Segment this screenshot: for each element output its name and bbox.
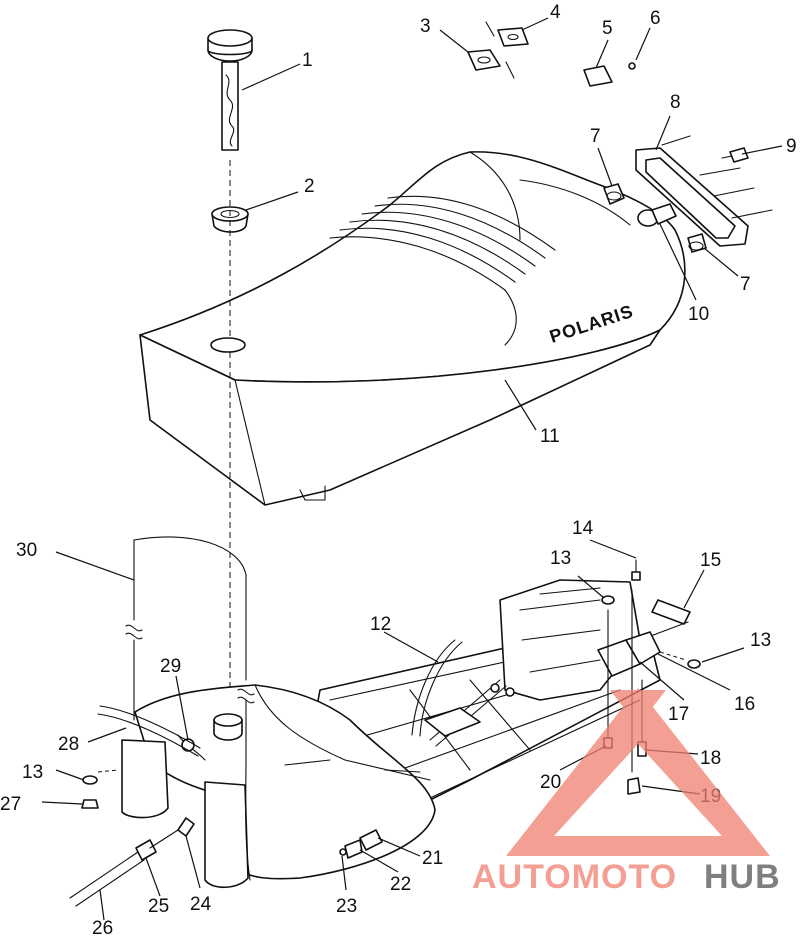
bolt-19 [627,777,641,795]
washer-nut-left [81,769,119,809]
callout-20: 20 [540,772,561,793]
callout-30: 30 [16,540,37,561]
callout-15: 15 [700,550,721,571]
automotohub-watermark: AUTOMOTO HUB [472,688,781,896]
nut-27 [81,799,99,809]
callout-24: 24 [190,894,212,915]
callout-7-lower: 7 [740,274,751,295]
outlet-hose [69,817,195,907]
callout-9: 9 [786,136,797,157]
callout-27: 27 [0,794,21,815]
plate-3 [467,49,501,71]
fuel-hose-path [245,759,251,881]
callout-8: 8 [670,92,681,113]
watermark-text-automoto: AUTOMOTO [472,858,677,896]
lower-assembly [97,579,661,889]
clamp-25 [135,839,157,861]
clamp-22 [344,839,363,859]
callout-10: 10 [688,304,709,325]
callout-29: 29 [160,656,181,677]
callout-6: 6 [650,8,661,29]
tank-pod-left [121,739,169,819]
seat-filler-hole [210,337,246,353]
watermark-triangle-icon [506,688,770,856]
fitting-24 [177,817,195,837]
latch-plates [467,21,636,87]
callout-22: 22 [390,874,411,895]
bushing-7b [687,233,707,253]
callout-28: 28 [58,734,79,755]
callout-14: 14 [572,518,594,539]
callout-12: 12 [370,614,391,635]
screw-9 [729,147,749,163]
callout-26: 26 [92,918,113,937]
callout-4: 4 [550,2,561,23]
filler-cap [207,29,253,151]
callout-3: 3 [420,16,431,37]
bracket-15 [651,599,691,625]
rivet-6 [628,62,636,70]
fuel-line-12 [411,639,456,736]
plate-4 [497,27,529,47]
rivet-14 [631,571,641,581]
callout-13-right: 13 [750,630,771,651]
callout-13-top: 13 [550,548,571,569]
callout-11: 11 [540,426,560,447]
watermark-text-hub: HUB [704,858,781,896]
callout-2: 2 [304,176,315,197]
nut-13-upper [601,595,615,605]
callout-13-left: 13 [22,762,43,783]
nut-13-right [687,659,701,669]
callout-17: 17 [668,704,689,725]
screw-23 [339,848,347,856]
callout-25: 25 [148,896,169,917]
seat-assembly: POLARIS [139,151,686,506]
tail-light-assembly [603,135,773,253]
tank-pod-right [204,781,249,889]
callout-5: 5 [602,18,613,39]
callout-18: 18 [700,748,721,769]
callout-7-upper: 7 [590,126,601,147]
callout-23: 23 [336,896,357,917]
callout-21: 21 [422,848,443,869]
bracket-21 [359,829,383,851]
seat-side-panel [139,329,661,506]
plate-5 [583,65,613,87]
washer-13-left [82,775,98,785]
hose-26 [69,851,145,907]
callout-1: 1 [302,50,313,71]
callout-16: 16 [734,694,755,715]
